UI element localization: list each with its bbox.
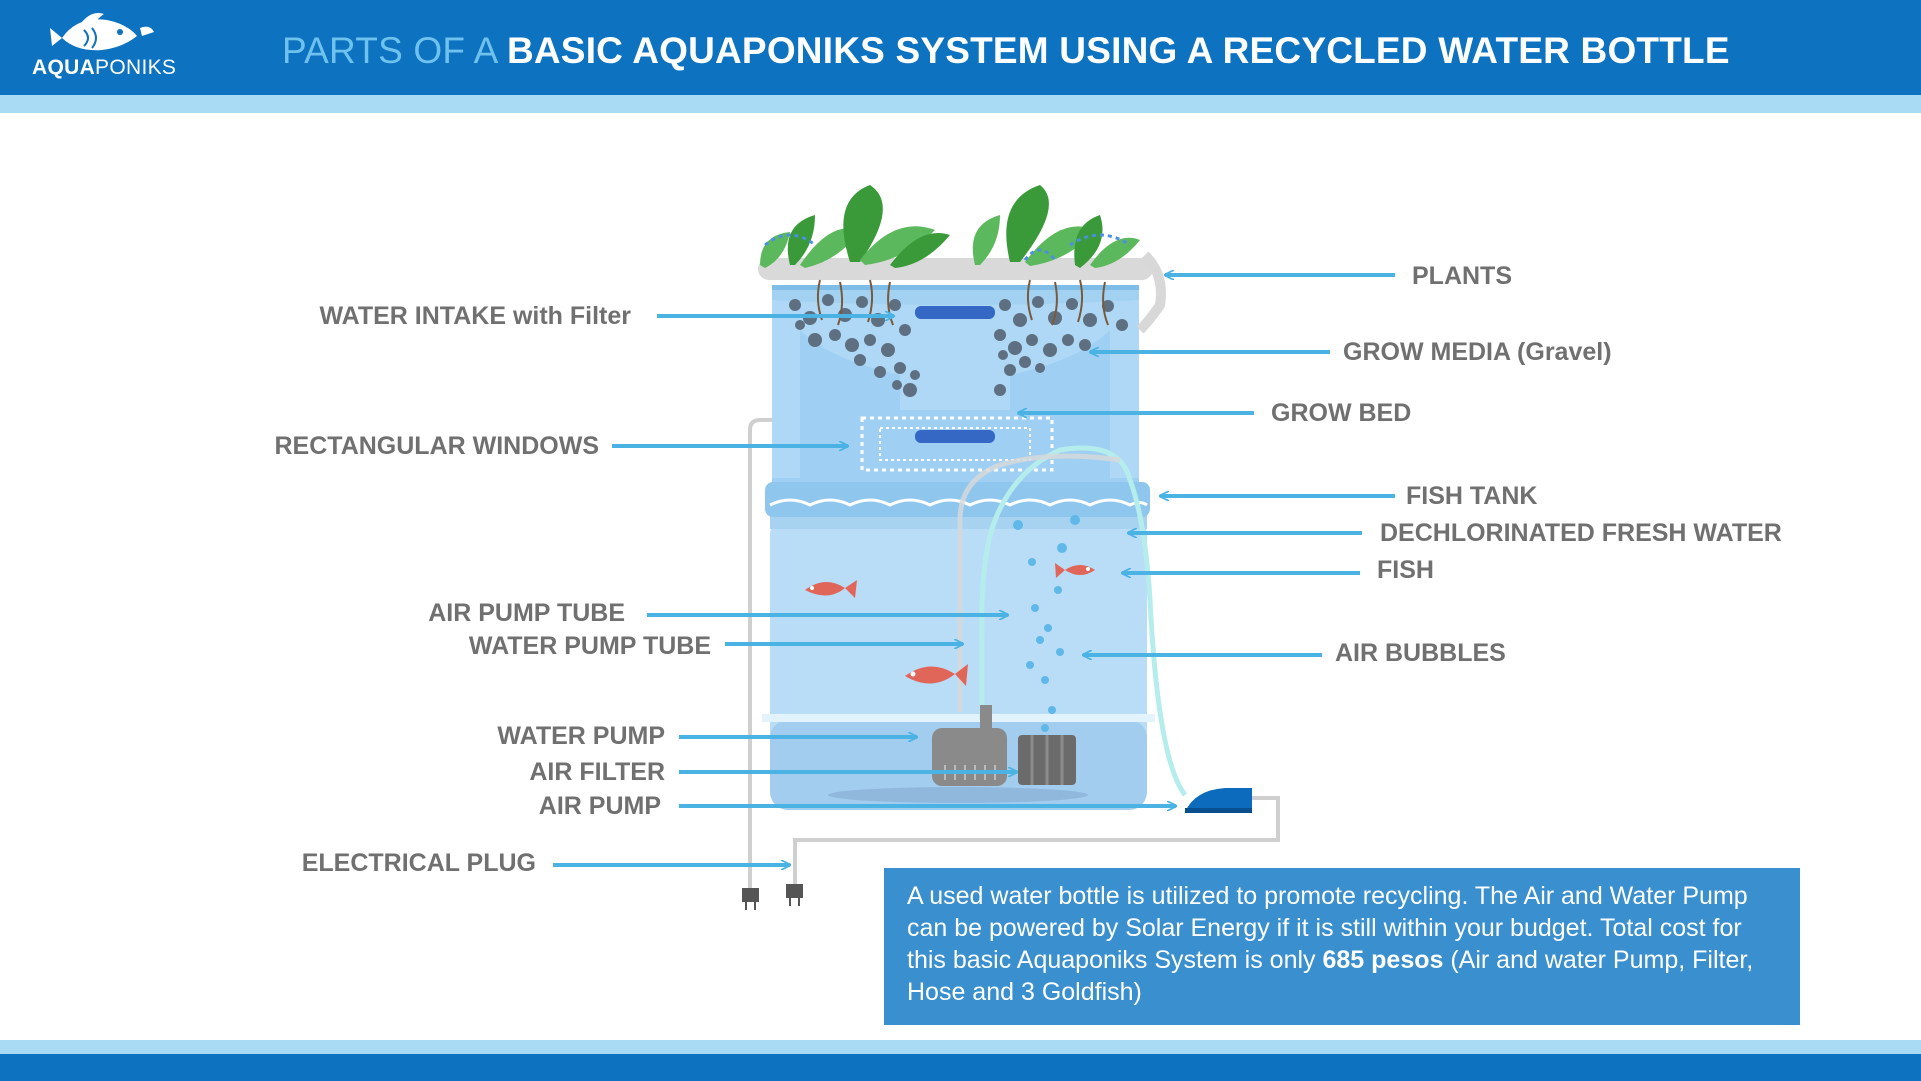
- label-water-pump: WATER PUMP: [497, 722, 665, 750]
- label-air-pump-tube: AIR PUMP TUBE: [428, 599, 625, 627]
- aquaponiks-logo: AQUAPONIKS: [22, 8, 176, 90]
- air-bubbles: [1013, 515, 1080, 732]
- header-accent-strip: [0, 95, 1921, 113]
- rectangular-windows: [860, 416, 1054, 472]
- footer-bar: [0, 1054, 1921, 1081]
- tubes: [957, 251, 1188, 797]
- page-title: PARTS OF A BASIC AQUAPONIKS SYSTEM USING…: [282, 30, 1730, 72]
- label-rectangular-windows: RECTANGULAR WINDOWS: [274, 432, 600, 460]
- label-water-intake: WATER INTAKE with Filter: [319, 302, 631, 330]
- air-pump-icon: [1185, 788, 1252, 813]
- label-grow-media: GROW MEDIA (Gravel): [1343, 338, 1612, 366]
- title-main: BASIC AQUAPONIKS SYSTEM USING A RECYCLED…: [506, 30, 1730, 71]
- label-dechlorinated-water: DECHLORINATED FRESH WATER: [1380, 519, 1782, 547]
- fish-icon: [805, 563, 1095, 686]
- header-bar: [0, 0, 1921, 95]
- cost-note: A used water bottle is utilized to promo…: [884, 868, 1800, 1025]
- pointer-arrows: [553, 275, 1395, 865]
- label-water-pump-tube: WATER PUMP TUBE: [468, 632, 711, 660]
- label-plants: PLANTS: [1412, 262, 1512, 290]
- label-air-pump: AIR PUMP: [538, 792, 661, 820]
- footer-accent-strip: [0, 1040, 1921, 1054]
- label-air-filter: AIR FILTER: [529, 758, 665, 786]
- air-filter-icon: [1018, 735, 1076, 785]
- label-grow-bed: GROW BED: [1271, 399, 1412, 427]
- electrical-cords: [748, 416, 1280, 890]
- label-fish-tank: FISH TANK: [1406, 482, 1538, 510]
- fish-logo-icon: [50, 13, 154, 51]
- label-fish: FISH: [1377, 556, 1434, 584]
- plant-roots: [816, 279, 1109, 326]
- water-droplets: [764, 233, 1131, 261]
- cost-value: 685 pesos: [1322, 946, 1444, 974]
- electrical-plug-icon: [742, 884, 803, 910]
- plants-icon: [760, 185, 1140, 268]
- label-air-bubbles: AIR BUBBLES: [1335, 639, 1506, 667]
- logo-text: AQUAPONIKS: [32, 56, 177, 79]
- title-prefix: PARTS OF A: [282, 30, 507, 71]
- label-electrical-plug: ELECTRICAL PLUG: [301, 849, 536, 877]
- grow-bed: [758, 258, 1153, 495]
